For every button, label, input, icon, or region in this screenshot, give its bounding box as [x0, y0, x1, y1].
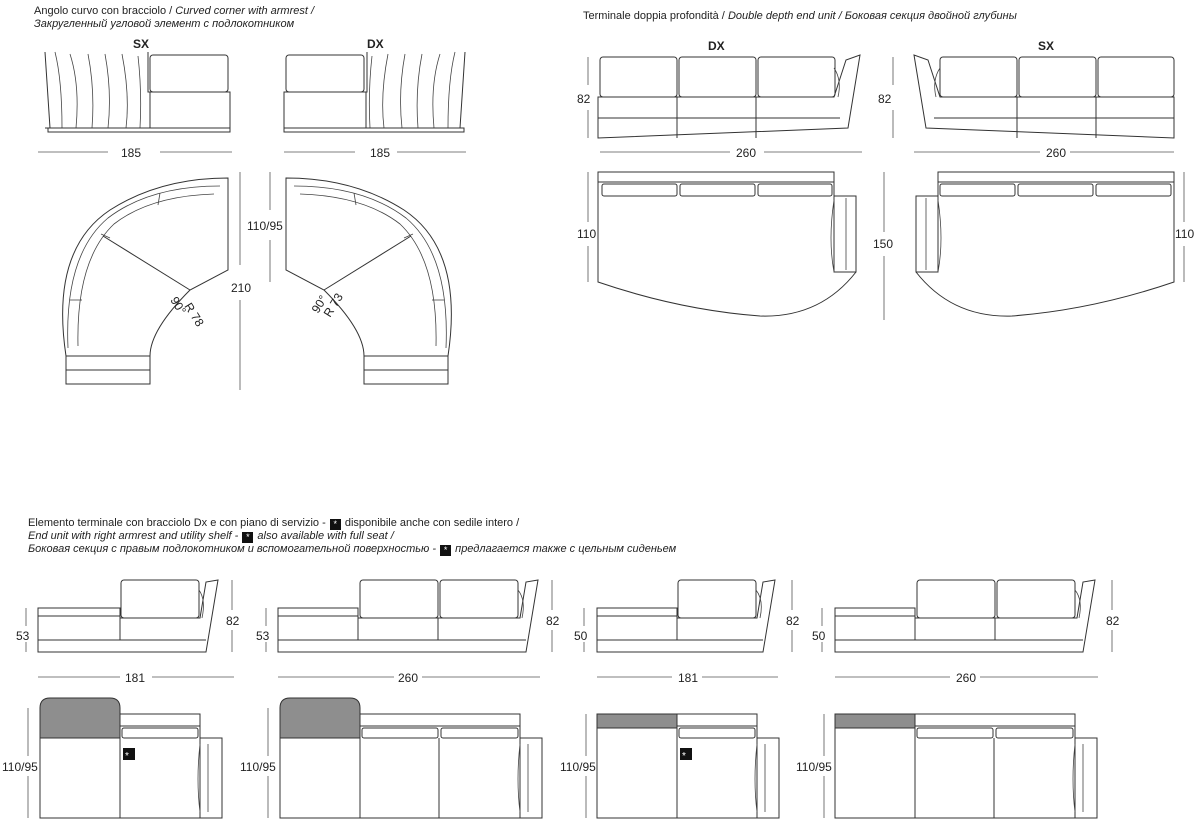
- curved-dx-elevation: [283, 51, 466, 133]
- caption-curved-corner-en: Curved corner with armrest /: [175, 5, 315, 17]
- unit3-star-icon: *: [682, 751, 686, 762]
- unit1-depth: 110/95: [2, 760, 38, 774]
- unit4-depth: 110/95: [796, 760, 832, 774]
- star-icon: *: [329, 519, 341, 530]
- curved-dx-width: 185: [370, 146, 390, 160]
- double-depth-total: 150: [873, 237, 893, 251]
- caption-double-depth-ru: / Боковая секция двойной глубины: [835, 10, 1017, 22]
- caption-curved-corner-it: Angolo curvo con bracciolo /: [34, 5, 176, 17]
- star-icon: *: [440, 545, 452, 556]
- caption-end-unit-it-2: disponibile anche con sedile intero /: [341, 517, 520, 529]
- unit4-back-height: 82: [1106, 614, 1120, 628]
- unit3-back-height: 82: [786, 614, 800, 628]
- double-sx-width: 260: [1046, 146, 1066, 160]
- caption-double-depth-it: Terminale doppia profondità /: [583, 10, 728, 22]
- curved-dx-radius: R 73: [321, 290, 346, 319]
- end-unit-1: 53 82 181 * 110/95: [2, 579, 240, 819]
- unit2-width: 260: [398, 671, 418, 685]
- double-dx-height: 82: [577, 92, 591, 106]
- unit3-width: 181: [678, 671, 698, 685]
- double-sx-elevation: 82 260: [878, 54, 1175, 160]
- unit4-side-height: 50: [812, 629, 826, 643]
- unit2-back-height: 82: [546, 614, 560, 628]
- double-dx-width: 260: [736, 146, 756, 160]
- caption-end-unit-en-2: also available with full seat /: [254, 530, 394, 542]
- double-dx-depth: 110: [577, 227, 596, 241]
- curved-sx-elevation: [44, 51, 231, 133]
- curved-depth: 110/95: [247, 219, 283, 233]
- curved-dx-label: DX: [367, 37, 384, 51]
- curved-sx-label: SX: [133, 37, 149, 51]
- caption-double-depth: Terminale doppia profondità / Double dep…: [583, 10, 1017, 23]
- unit1-side-height: 53: [16, 629, 30, 643]
- caption-end-unit-ru-2: предлагается также с цельным сиденьем: [452, 543, 677, 555]
- curved-corner-group: SX DX 185 185: [38, 37, 466, 390]
- caption-double-depth-en: Double depth end unit: [727, 10, 836, 22]
- unit3-depth: 110/95: [560, 760, 596, 774]
- double-dx-label: DX: [708, 39, 725, 53]
- unit2-side-height: 53: [256, 629, 270, 643]
- double-sx-plan: 110: [915, 171, 1194, 317]
- curved-dx-plan: 110/95 90° R 73: [247, 172, 452, 385]
- double-dx-elevation: 82 260: [577, 54, 862, 160]
- unit3-side-height: 50: [574, 629, 588, 643]
- end-unit-2: 53 82 260 110/95: [240, 579, 560, 819]
- double-dx-plan: 110: [577, 171, 857, 317]
- unit1-back-height: 82: [226, 614, 240, 628]
- curved-sx-width: 185: [121, 146, 141, 160]
- star-icon: *: [242, 532, 254, 543]
- caption-end-unit-en: End unit with right armrest and utility …: [28, 530, 242, 542]
- double-sx-label: SX: [1038, 39, 1054, 53]
- end-units-group: 53 82 181 * 110/95: [2, 579, 1120, 819]
- curved-sx-radius: R 78: [181, 300, 206, 329]
- double-sx-height: 82: [878, 92, 892, 106]
- unit4-width: 260: [956, 671, 976, 685]
- end-unit-3: 50 82 181 * 110/95: [560, 579, 800, 819]
- caption-curved-corner: Angolo curvo con bracciolo / Curved corn…: [34, 5, 314, 31]
- curved-sx-plan: 210 90° R 78: [62, 172, 251, 390]
- caption-end-unit-it: Elemento terminale con bracciolo Dx e co…: [28, 517, 329, 529]
- caption-end-unit: Elemento terminale con bracciolo Dx e co…: [28, 517, 676, 556]
- end-unit-4: 50 82 260 110/95: [796, 579, 1120, 819]
- double-sx-depth: 110: [1175, 227, 1194, 241]
- curved-total-height: 210: [231, 281, 251, 295]
- unit1-width: 181: [125, 671, 145, 685]
- unit1-star-icon: *: [125, 751, 129, 762]
- caption-curved-corner-ru: Закругленный угловой элемент с подлокотн…: [34, 18, 295, 30]
- double-depth-group: DX SX 82 260: [577, 39, 1194, 320]
- caption-end-unit-ru: Боковая секция с правым подлокотником и …: [28, 543, 440, 555]
- unit2-depth: 110/95: [240, 760, 276, 774]
